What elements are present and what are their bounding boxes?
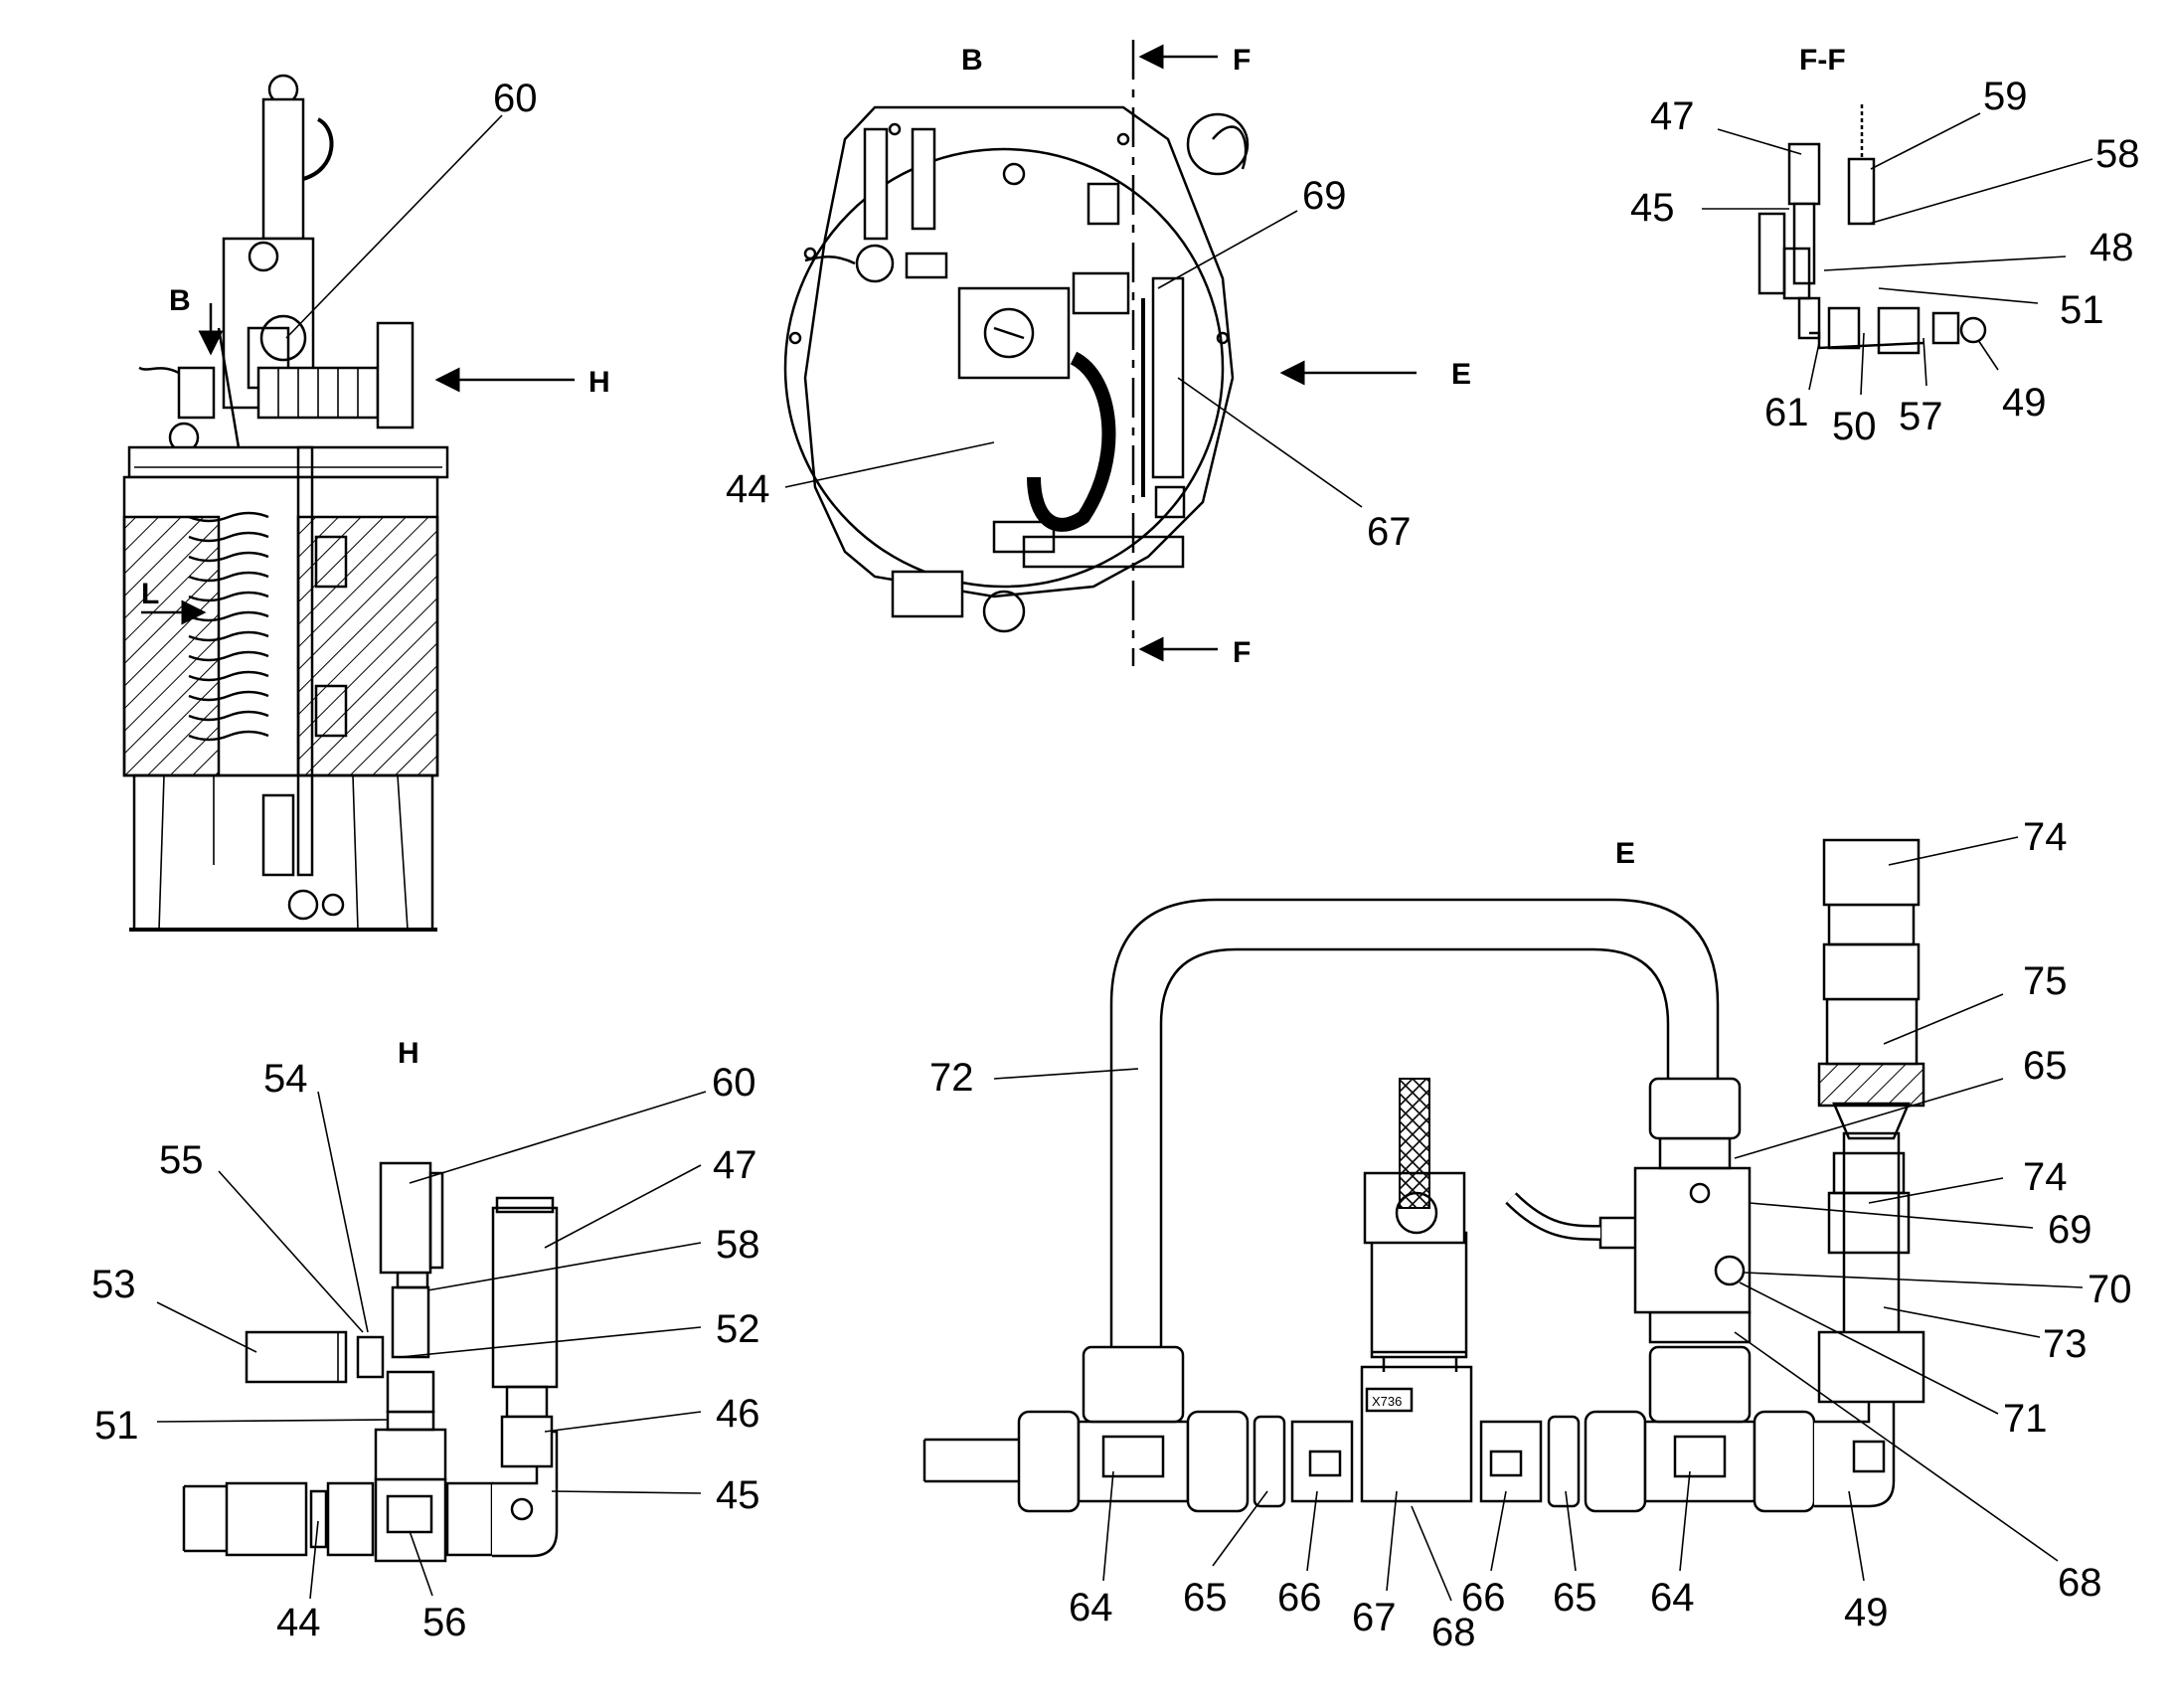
heater-coil: [188, 511, 269, 742]
callout-e-65-top: 65: [2023, 1044, 2068, 1088]
callout-ff-58: 58: [2095, 132, 2140, 176]
callout-ff-49: 49: [2002, 381, 2047, 425]
label-x736: X736: [1372, 1394, 1402, 1409]
callout-e-68-bottom: 68: [1431, 1611, 1476, 1654]
leader-60: [285, 114, 503, 339]
callout-b-69: 69: [1302, 174, 1347, 218]
callout-e-64-left: 64: [1069, 1586, 1113, 1629]
callout-h-58: 58: [716, 1223, 760, 1267]
valve-block: [957, 271, 1145, 497]
callout-e-75: 75: [2023, 959, 2068, 1003]
callout-60: 60: [493, 77, 538, 120]
marker-l-label: L: [141, 578, 159, 610]
callout-h-47: 47: [713, 1143, 757, 1187]
callout-e-68-right: 68: [2058, 1561, 2102, 1605]
callout-e-74-top: 74: [2023, 815, 2068, 859]
callout-e-66-right: 66: [1461, 1576, 1506, 1620]
front-view: B H L 60: [122, 74, 610, 932]
callout-ff-57: 57: [1899, 395, 1943, 438]
callout-b-67: 67: [1367, 510, 1412, 554]
callout-e-69: 69: [2048, 1208, 2092, 1252]
section-arrow-bottom-label: F: [1233, 636, 1251, 669]
callout-ff-48: 48: [2089, 226, 2134, 269]
view-h-title: H: [398, 1037, 419, 1070]
callout-e-65-left: 65: [1183, 1576, 1228, 1620]
detail-e: E X736: [922, 815, 2132, 1654]
callout-b-44: 44: [726, 467, 770, 511]
callout-h-55: 55: [159, 1138, 204, 1182]
callout-h-44: 44: [276, 1601, 321, 1644]
callout-h-46: 46: [716, 1392, 760, 1436]
callout-e-71: 71: [2003, 1397, 2048, 1441]
callout-h-54: 54: [263, 1057, 308, 1101]
callout-e-74-mid: 74: [2023, 1155, 2068, 1199]
callout-ff-51: 51: [2060, 288, 2104, 332]
callout-e-49: 49: [1844, 1591, 1889, 1634]
callout-e-64-right: 64: [1650, 1576, 1695, 1620]
callout-h-45: 45: [716, 1473, 760, 1517]
view-b: B: [726, 40, 1471, 669]
callout-e-66-left: 66: [1277, 1576, 1322, 1620]
sensor-67: X736: [1360, 1078, 1473, 1503]
callout-e-72: 72: [929, 1056, 974, 1100]
callout-ff-59: 59: [1983, 75, 2028, 118]
hose: [1027, 351, 1116, 532]
section-ff-title: F-F: [1799, 44, 1846, 77]
callout-e-67: 67: [1352, 1596, 1397, 1639]
callout-ff-61: 61: [1764, 391, 1809, 434]
callout-e-73: 73: [2043, 1322, 2088, 1366]
detail-e-arrow-label: E: [1451, 358, 1471, 391]
detail-e-title: E: [1615, 837, 1635, 870]
view-h: H 60 54 55 47: [91, 1037, 760, 1644]
callout-ff-47: 47: [1650, 94, 1695, 138]
callout-ff-45: 45: [1630, 186, 1675, 230]
valve-manifold: [256, 321, 415, 429]
callout-h-60: 60: [712, 1061, 756, 1105]
section-ff: F-F 47 59 58 45 48 51 61 50 57 49: [1630, 44, 2140, 448]
callout-h-51: 51: [94, 1404, 139, 1448]
view-b-title: B: [961, 44, 983, 77]
callout-h-52: 52: [716, 1307, 760, 1351]
callout-h-56: 56: [422, 1601, 467, 1644]
callout-ff-50: 50: [1832, 405, 1877, 448]
marker-b-label: B: [169, 284, 191, 317]
callout-e-65-right: 65: [1553, 1576, 1597, 1620]
callout-e-70: 70: [2088, 1268, 2132, 1311]
marker-h-label: H: [588, 366, 610, 399]
section-arrow-top-label: F: [1233, 44, 1251, 77]
callout-h-53: 53: [91, 1263, 136, 1306]
